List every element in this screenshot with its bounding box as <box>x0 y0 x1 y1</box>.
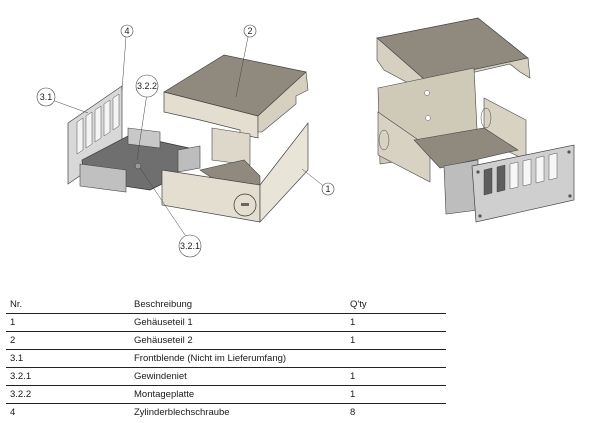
front-panel-part-3-1 <box>67 85 123 185</box>
column-header-qty: Q'ty <box>350 299 367 310</box>
svg-text:3.2.1: 3.2.1 <box>180 241 200 251</box>
callout-3-1: 3.1 <box>36 87 56 107</box>
exploded-view-drawings: 4 2 3.1 3.2.2 1 3.2.1 <box>36 17 575 258</box>
svg-text:3.1: 3.1 <box>40 92 53 102</box>
cell-description: Zylinderblechschraube <box>134 407 230 418</box>
front-plate-assembled <box>471 144 575 223</box>
svg-text:3.2.2: 3.2.2 <box>137 81 157 91</box>
table-row: 2 Gehäuseteil 2 1 <box>6 332 446 350</box>
column-header-nr: Nr. <box>10 299 23 310</box>
exploded-view-left: 4 2 3.1 3.2.2 1 3.2.1 <box>36 24 335 258</box>
callout-1: 1 <box>321 182 335 196</box>
table-row: 3.2.2 Montageplatte 1 <box>6 386 446 404</box>
leader-lines <box>51 36 327 239</box>
svg-text:4: 4 <box>124 26 129 36</box>
cell-qty: 1 <box>350 317 356 328</box>
table-row: 3.2.1 Gewindeniet 1 <box>6 368 446 386</box>
assembled-view-right <box>376 17 575 223</box>
cell-description: Gewindeniet <box>134 371 187 382</box>
housing-part-2 <box>163 54 309 139</box>
table-row: 4 Zylinderblechschraube 8 <box>6 404 446 422</box>
cell-description: Gehäuseteil 2 <box>134 335 193 346</box>
column-header-description: Beschreibung <box>134 299 193 310</box>
svg-text:1: 1 <box>325 184 330 194</box>
svg-text:2: 2 <box>247 26 252 36</box>
cell-nr: 3.2.1 <box>10 371 32 382</box>
table-row: 1 Gehäuseteil 1 1 <box>6 314 446 332</box>
cell-nr: 1 <box>10 317 16 328</box>
callout-3-2-2: 3.2.2 <box>135 74 159 98</box>
cell-description: Montageplatte <box>134 389 195 400</box>
parts-list-table: Nr. Beschreibung Q'ty 1 Gehäuseteil 1 1 … <box>6 296 446 421</box>
table-row: 3.1 Frontblende (Nicht im Lieferumfang) <box>6 350 446 368</box>
cell-qty: 1 <box>350 335 356 346</box>
callout-2: 2 <box>243 24 257 38</box>
cell-nr: 2 <box>10 335 16 346</box>
cell-description: Gehäuseteil 1 <box>134 317 193 328</box>
cell-qty <box>350 350 446 368</box>
cell-qty: 8 <box>350 407 356 418</box>
table-header-row: Nr. Beschreibung Q'ty <box>6 296 446 314</box>
housing-part-1 <box>161 121 309 223</box>
cell-nr: 3.1 <box>10 353 24 364</box>
cell-nr: 3.2.2 <box>10 389 32 400</box>
callout-4: 4 <box>120 24 134 38</box>
cell-qty: 1 <box>350 371 356 382</box>
callout-3-2-1: 3.2.1 <box>178 234 202 258</box>
cell-nr: 4 <box>10 407 16 418</box>
cell-qty: 1 <box>350 389 356 400</box>
cell-description: Frontblende (Nicht im Lieferumfang) <box>134 353 287 364</box>
